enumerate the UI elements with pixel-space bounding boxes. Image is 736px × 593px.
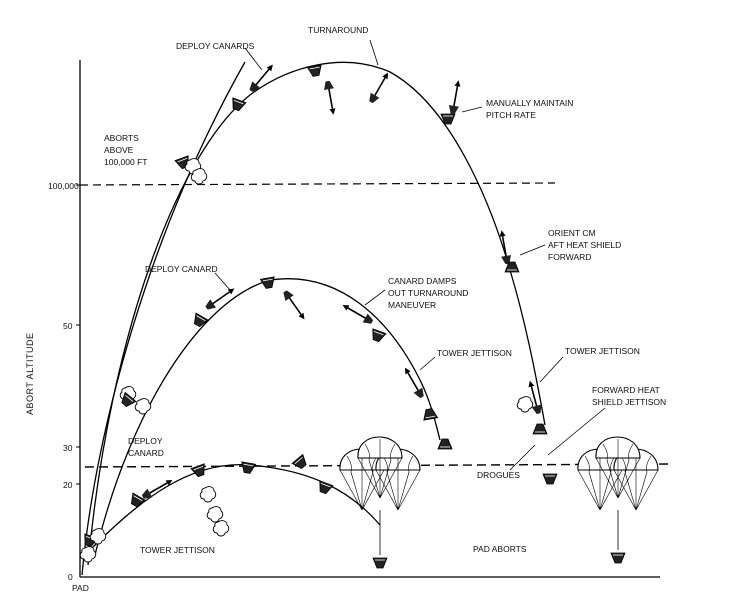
low-abort-trajectory xyxy=(89,463,381,551)
capsule-top xyxy=(307,64,324,78)
parachute-cluster-mid xyxy=(339,436,421,569)
tick-label-30: 30 xyxy=(63,443,73,453)
vehicle-pitch xyxy=(446,78,465,116)
tick-label-20: 20 xyxy=(63,480,73,490)
capsule-mid-down xyxy=(421,407,438,421)
capsule-low-5 xyxy=(315,480,334,496)
label-deploy-canard-low-2: CANARD xyxy=(128,448,164,458)
tick-label-0: 0 xyxy=(68,572,73,582)
capsule-low-4 xyxy=(291,454,310,472)
drogues-leader xyxy=(509,444,536,471)
label-pad-aborts: PAD ABORTS xyxy=(473,544,527,554)
mid-abort-trajectory xyxy=(94,278,441,556)
dashed-line-100000ft xyxy=(79,182,556,186)
leader-lines xyxy=(214,39,564,383)
high-abort-trajectory xyxy=(87,61,546,566)
axes: ABORT ALTITUDE 100,000 50 30 20 0 PAD xyxy=(25,60,660,593)
capsule-low-3 xyxy=(239,461,256,475)
tick-label-50: 50 xyxy=(63,321,73,331)
capsule-mid-1 xyxy=(190,312,209,330)
capsule-right-2 xyxy=(542,473,558,485)
puff-low-3 xyxy=(212,520,230,537)
label-forward-heat-shield-1: FORWARD HEAT xyxy=(592,385,660,395)
puff-aborts-above-2 xyxy=(190,168,208,185)
label-orient-cm-2: AFT HEAT SHIELD xyxy=(548,240,621,250)
label-forward-heat-shield-2: SHIELD JETTISON xyxy=(592,397,666,407)
puff-low-1 xyxy=(199,486,217,503)
launch-trajectory xyxy=(81,61,246,576)
label-manually-maintain-1: MANUALLY MAINTAIN xyxy=(486,98,573,108)
label-orient-cm-3: FORWARD xyxy=(548,252,591,262)
label-canard-damps-3: MANEUVER xyxy=(388,300,436,310)
label-tower-jettison-low: TOWER JETTISON xyxy=(140,545,215,555)
capsule-mid-top xyxy=(260,276,277,290)
vehicle-turnaround-down xyxy=(321,79,340,117)
vehicle-canard-damps xyxy=(339,299,376,328)
vehicle-deploy-canard-mid xyxy=(202,283,239,313)
y-axis-title: ABORT ALTITUDE xyxy=(25,332,35,415)
parachutes xyxy=(339,407,659,569)
puff-pad-2 xyxy=(79,546,97,563)
puff-low-2 xyxy=(206,506,224,523)
parachute-cluster-right xyxy=(577,436,659,564)
capsule-canard-damps xyxy=(368,328,387,344)
label-drogues: DROGUES xyxy=(477,470,520,480)
label-tower-jettison-right: TOWER JETTISON xyxy=(565,346,640,356)
label-deploy-canard-low-1: DEPLOY xyxy=(128,436,163,446)
x-origin-label: PAD xyxy=(72,583,89,593)
capsule-right-1 xyxy=(532,423,548,435)
label-tower-jettison-mid: TOWER JETTISON xyxy=(437,348,512,358)
label-deploy-canard-mid: DEPLOY CANARD xyxy=(145,264,218,274)
vehicle-tower-jettison-mid xyxy=(399,364,428,401)
label-canard-damps-2: OUT TURNAROUND xyxy=(388,288,468,298)
label-turnaround: TURNAROUND xyxy=(308,25,368,35)
label-manually-maintain-2: PITCH RATE xyxy=(486,110,536,120)
puff-mid-left-2 xyxy=(134,398,152,415)
label-orient-cm-1: ORIENT CM xyxy=(548,228,596,238)
trajectories xyxy=(81,61,546,576)
capsule-mid-down-2 xyxy=(437,438,453,450)
label-aborts-above-3: 100,000 FT xyxy=(104,157,147,167)
forward-heat-shield-leader xyxy=(547,407,606,456)
tick-label-100000: 100,000 xyxy=(48,181,79,191)
label-aborts-above-1: ABORTS xyxy=(104,133,139,143)
label-aborts-above-2: ABOVE xyxy=(104,145,134,155)
vehicle-low-1 xyxy=(139,474,176,503)
annotations: DEPLOY CANARDS TURNAROUND MANUALLY MAINT… xyxy=(104,25,666,555)
vehicle-turnaround-up xyxy=(365,69,394,106)
vehicle-deploy-canards xyxy=(246,60,278,95)
vehicle-illustrations xyxy=(79,60,558,563)
puff-right xyxy=(516,396,534,413)
vehicle-mid-down xyxy=(280,287,310,324)
label-canard-damps-1: CANARD DAMPS xyxy=(388,276,457,286)
label-deploy-canards: DEPLOY CANARDS xyxy=(176,41,255,51)
